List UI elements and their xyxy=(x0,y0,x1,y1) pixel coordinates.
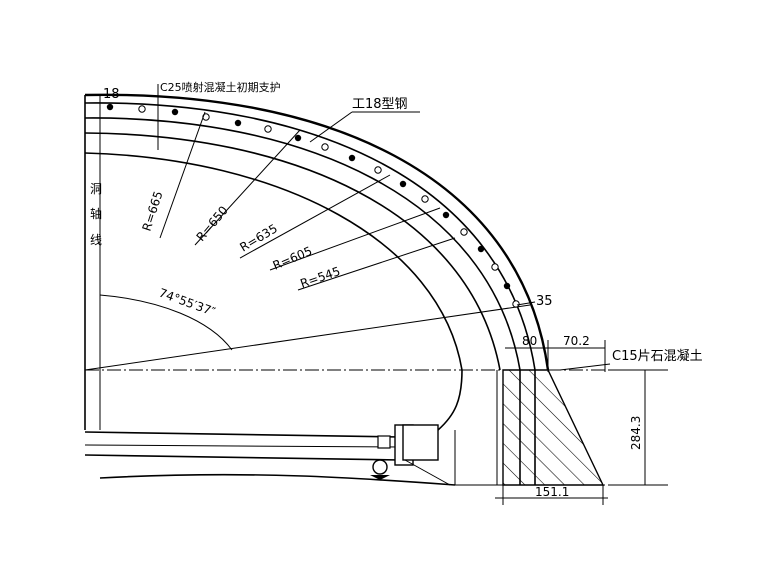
arch-r545 xyxy=(84,152,463,431)
dim-80-label: 80 xyxy=(522,334,537,348)
angle-ray xyxy=(84,304,531,371)
svg-text:线: 线 xyxy=(90,233,102,247)
point-18-label: 18 xyxy=(103,87,120,102)
svg-text:洞: 洞 xyxy=(90,182,102,196)
arch-r635 xyxy=(84,117,521,371)
tunnel-arch-lines xyxy=(84,93,550,431)
radius-leaders xyxy=(159,111,456,291)
radius-label: R=665 xyxy=(140,189,166,233)
radius-labels: R=665 R=650 R=635 R=605 R=545 xyxy=(140,189,342,291)
c15-footing-hatched xyxy=(502,369,605,486)
steel-label: 工18型钢 xyxy=(352,97,408,112)
centerline-label: 洞 轴 线 xyxy=(90,182,102,247)
drainage-detail xyxy=(84,424,605,486)
radius-label: R=650 xyxy=(194,203,231,244)
dim-284-3-label: 284.3 xyxy=(629,416,643,450)
dim-70-2-label: 70.2 xyxy=(563,334,590,348)
bolt-markers xyxy=(106,103,520,308)
arch-r650 xyxy=(84,102,536,371)
arch-r605 xyxy=(84,132,501,371)
angle-arc xyxy=(99,294,233,351)
radius-label: R=635 xyxy=(237,221,280,254)
angle-label: 74°55′37″ xyxy=(157,286,218,320)
dim-151-1-label: 151.1 xyxy=(535,485,569,499)
top-note-label: C25喷射混凝土初期支护 xyxy=(160,80,281,94)
svg-text:轴: 轴 xyxy=(90,206,102,221)
radius-label: R=545 xyxy=(298,264,342,291)
material-label: C15片石混凝土 xyxy=(612,348,703,364)
arch-outer-r665 xyxy=(84,93,550,371)
radius-label: R=605 xyxy=(271,244,314,273)
point-35-label: 35 xyxy=(536,294,553,309)
